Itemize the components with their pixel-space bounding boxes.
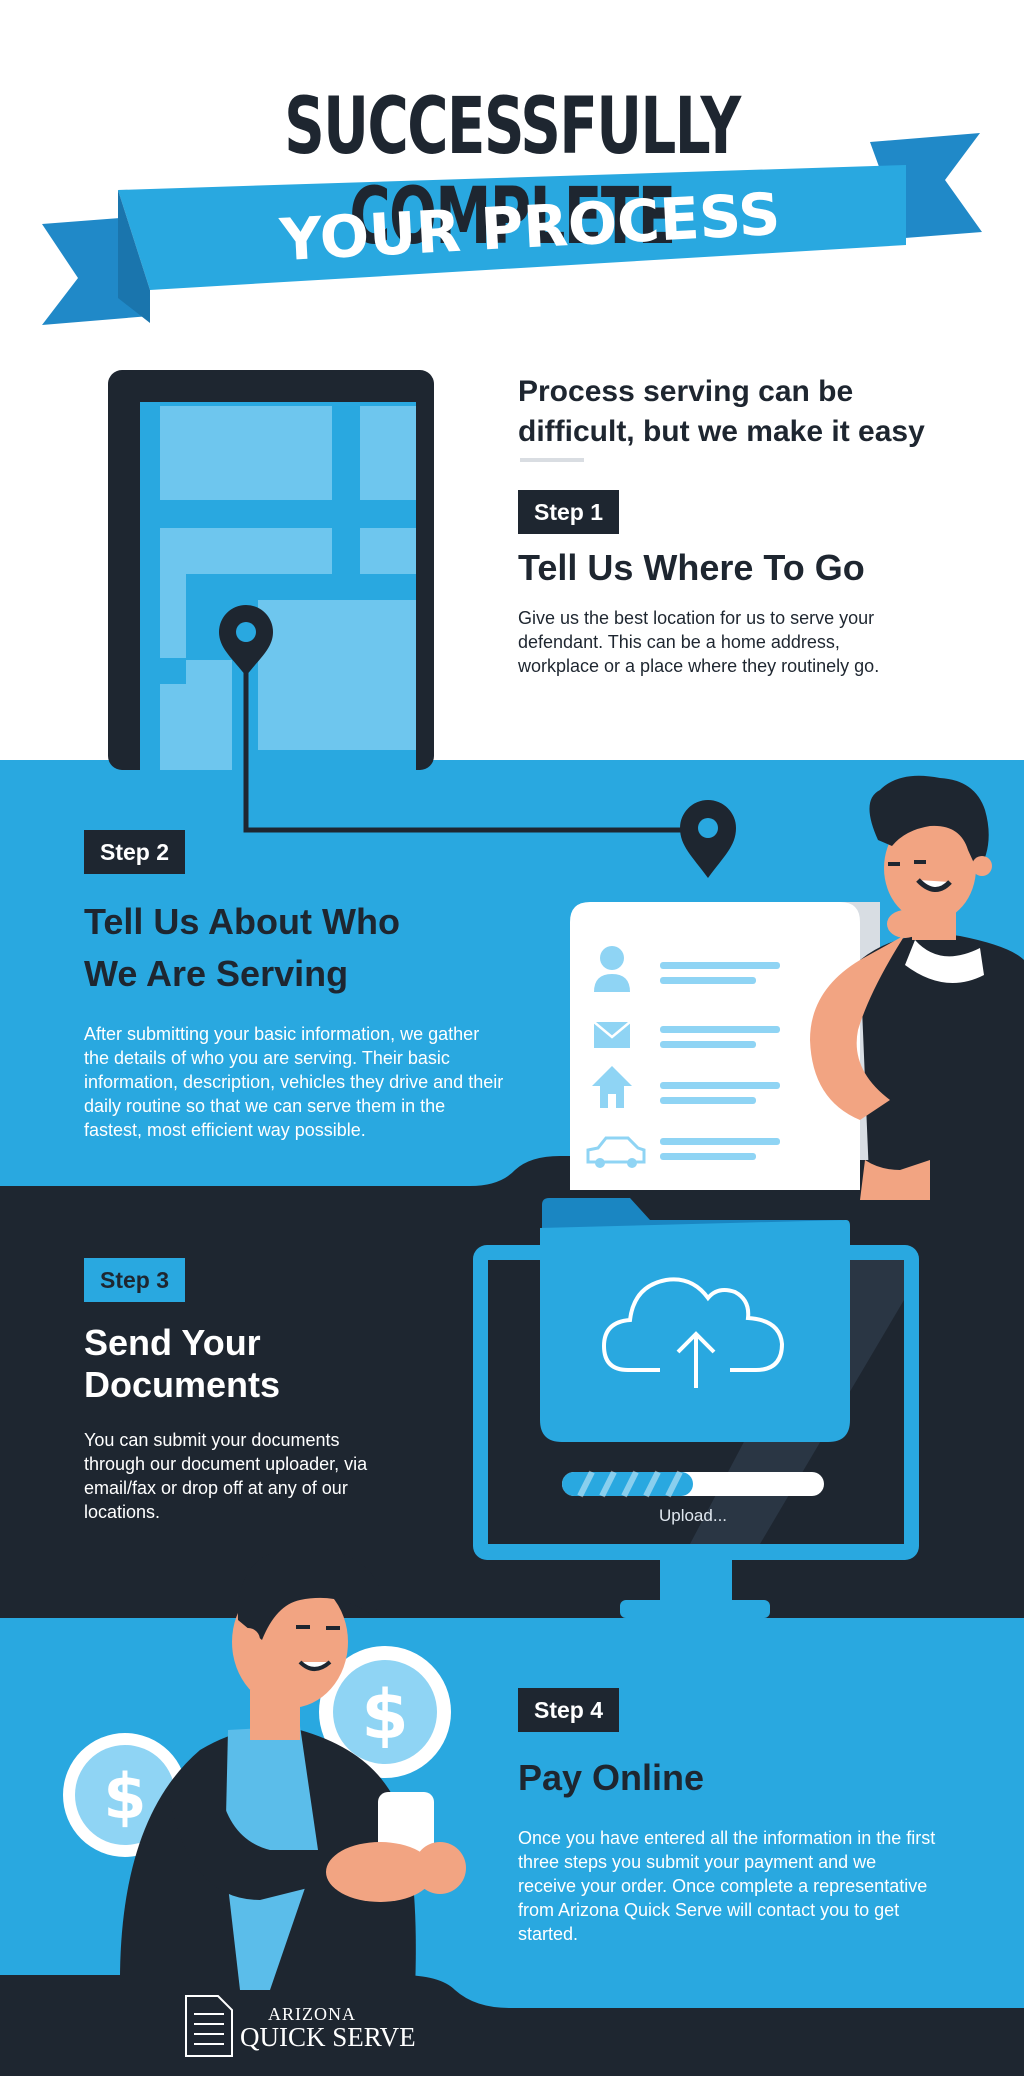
step3-label: Step 3 xyxy=(84,1258,186,1302)
step4-label: Step 4 xyxy=(518,1688,620,1732)
cloud-upload-icon xyxy=(601,1277,785,1388)
svg-text:$: $ xyxy=(103,1760,146,1833)
car-icon xyxy=(586,1136,646,1168)
step4-body: Once you have entered all the informatio… xyxy=(518,1828,936,1944)
man-thinking-illustration xyxy=(810,775,1024,1200)
mail-icon xyxy=(593,1021,631,1048)
step2-body: After submitting your basic information,… xyxy=(84,1024,504,1140)
step4-title: Pay Online xyxy=(518,1757,705,1798)
map-pin-icon xyxy=(680,800,736,878)
document-logo-icon xyxy=(185,1995,233,2057)
step2-title-line2: We Are Serving xyxy=(84,953,349,994)
upload-progress-bar xyxy=(562,1470,824,1498)
title-ribbon xyxy=(42,133,982,325)
step3-title-line1: Send Your xyxy=(84,1322,261,1363)
step1-label: Step 1 xyxy=(518,490,620,534)
upload-label: Upload... xyxy=(658,1506,728,1525)
intro-divider xyxy=(520,458,584,462)
phone-map-illustration xyxy=(108,370,434,770)
step3-title-line2: Documents xyxy=(84,1364,281,1405)
intro-text: Process serving can be difficult, but we… xyxy=(518,375,925,448)
home-icon xyxy=(592,1066,632,1108)
brand-line-2: QUICK SERVE xyxy=(240,2022,416,2052)
svg-text:$: $ xyxy=(361,1676,408,1755)
user-icon xyxy=(594,946,630,992)
step3-body: You can submit your documents through ou… xyxy=(84,1430,368,1522)
man-with-phone-illustration xyxy=(119,1547,466,1990)
route-connector xyxy=(243,660,706,833)
step2-title-line1: Tell Us About Who xyxy=(84,901,400,942)
step2-label: Step 2 xyxy=(84,830,186,874)
footer-band xyxy=(0,1975,1024,2076)
map-pin-icon xyxy=(219,605,273,676)
monitor-upload-illustration xyxy=(473,1198,919,1618)
title-line-1: SUCCESSFULLY COMPLETE xyxy=(284,82,741,262)
dollar-coin-icon: $ xyxy=(319,1646,451,1778)
step1-body: Give us the best location for us to serv… xyxy=(518,608,880,676)
step1-title: Tell Us Where To Go xyxy=(518,547,865,588)
brand-line-1: ARIZONA xyxy=(268,2004,356,2024)
